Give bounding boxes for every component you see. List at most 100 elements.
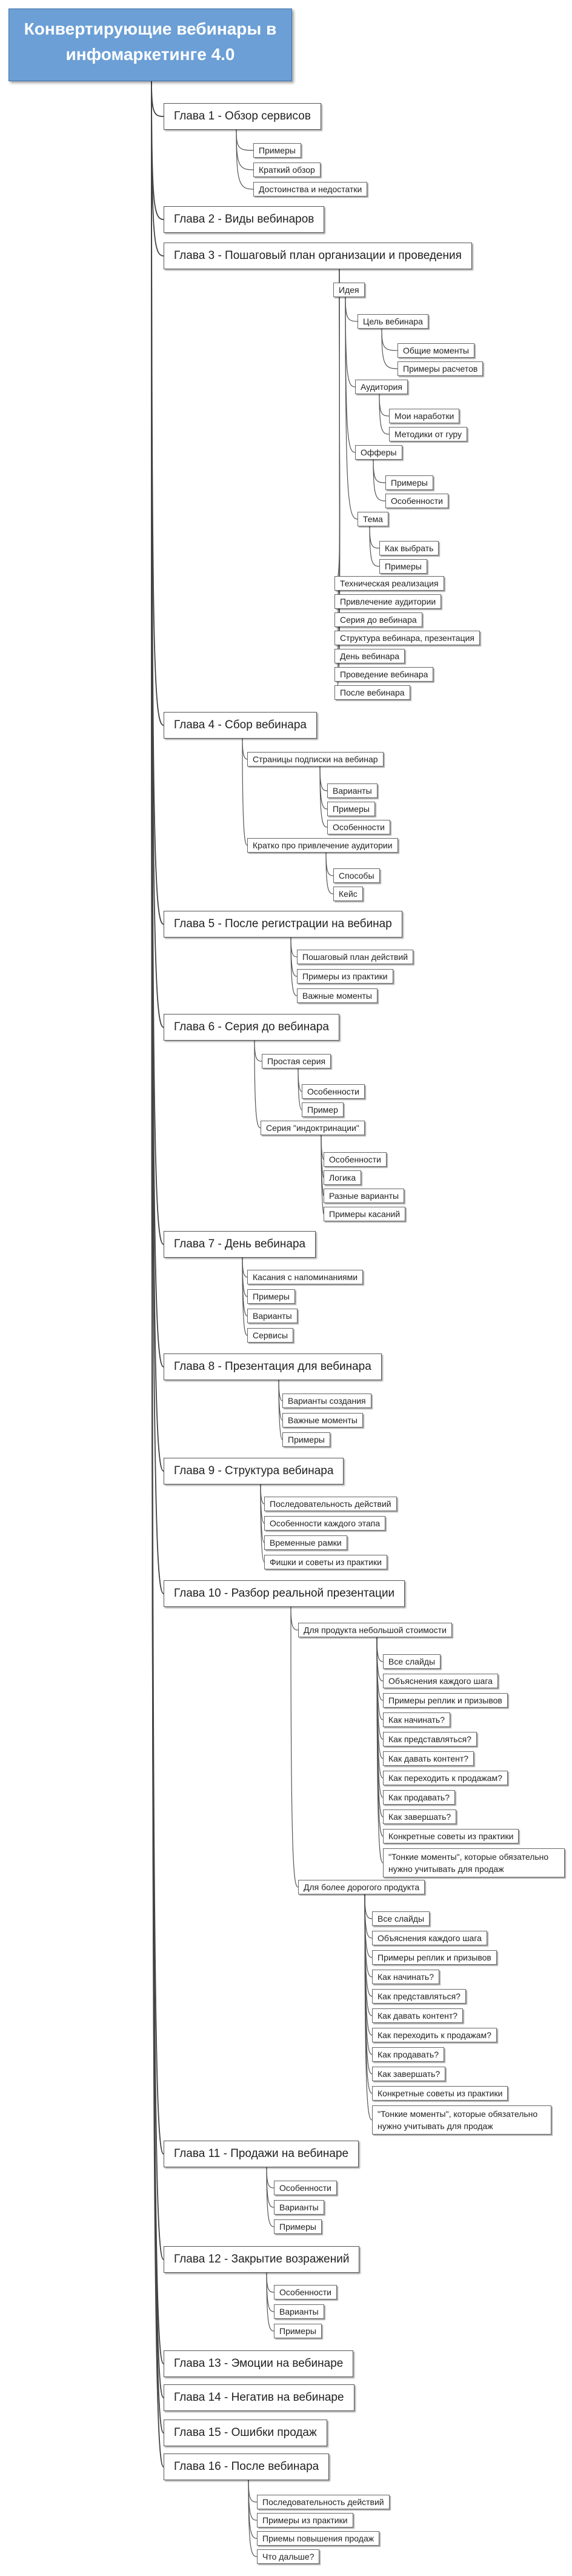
chapter-4[interactable]: Глава 4 - Сбор вебинара (164, 712, 317, 739)
chapter-15[interactable]: Глава 15 - Ошибки продаж (164, 2420, 327, 2446)
ch16-item[interactable]: Примеры из практики (257, 2513, 353, 2527)
chapter-12[interactable]: Глава 12 - Закрытие возражений (164, 2246, 360, 2273)
ch6-item[interactable]: Особенности (324, 1152, 387, 1167)
ch3-goal-item[interactable]: Общие моменты (397, 343, 474, 358)
ch7-item[interactable]: Сервисы (247, 1328, 294, 1343)
ch3-audience-item[interactable]: Методики от гуру (389, 427, 468, 441)
ch10-b-item[interactable]: Как продавать? (372, 2047, 445, 2062)
ch16-item[interactable]: Последовательность действий (257, 2495, 390, 2509)
ch10-cheap-product[interactable]: Для продукта небольшой стоимости (298, 1623, 452, 1637)
ch6-item[interactable]: Особенности (302, 1084, 365, 1099)
chapter-3[interactable]: Глава 3 - Пошаговый план организации и п… (164, 243, 472, 269)
chapter-7[interactable]: Глава 7 - День вебинара (164, 1231, 316, 1258)
ch4-item[interactable]: Примеры (327, 802, 375, 816)
ch12-item[interactable]: Особенности (274, 2285, 337, 2299)
ch9-item[interactable]: Особенности каждого этапа (264, 1516, 386, 1531)
ch4-subscribe-pages[interactable]: Страницы подписки на вебинар (247, 752, 384, 766)
ch3-step[interactable]: Техническая реализация (334, 576, 444, 591)
ch6-indoctrination-series[interactable]: Серия "индоктринации" (261, 1121, 365, 1135)
ch3-step[interactable]: После вебинара (334, 685, 410, 700)
ch10-b-item[interactable]: Как начинать? (372, 1970, 439, 1984)
chapter-5[interactable]: Глава 5 - После регистрации на вебинар (164, 911, 402, 937)
ch10-b-item[interactable]: "Тонкие моменты", которые обязательно ну… (372, 2105, 551, 2135)
ch10-b-item[interactable]: Конкретные советы из практики (372, 2086, 508, 2101)
ch10-a-item[interactable]: Как начинать? (383, 1712, 450, 1727)
ch3-topic-item[interactable]: Примеры (379, 559, 427, 574)
ch12-item[interactable]: Примеры (274, 2324, 322, 2338)
ch10-a-item[interactable]: Конкретные советы из практики (383, 1829, 519, 1843)
ch3-offers-item[interactable]: Примеры (385, 475, 433, 490)
chapter-1[interactable]: Глава 1 - Обзор сервисов (164, 103, 321, 130)
ch10-a-item[interactable]: Как завершать? (383, 1810, 457, 1824)
ch4-item[interactable]: Варианты (327, 783, 377, 798)
ch9-item[interactable]: Фишки и советы из практики (264, 1555, 387, 1569)
ch11-item[interactable]: Примеры (274, 2219, 322, 2234)
ch10-b-item[interactable]: Как представляться? (372, 1989, 466, 2004)
ch4-item[interactable]: Кейс (333, 887, 363, 901)
ch10-b-item[interactable]: Как завершать? (372, 2067, 446, 2081)
ch7-item[interactable]: Варианты (247, 1309, 298, 1323)
ch8-item[interactable]: Важные моменты (282, 1413, 363, 1427)
ch16-item[interactable]: Приемы повышения продаж (257, 2531, 380, 2546)
ch10-a-item[interactable]: Как представляться? (383, 1732, 477, 1746)
ch3-step[interactable]: Серия до вебинара (334, 612, 422, 627)
chapter-2[interactable]: Глава 2 - Виды вебинаров (164, 206, 325, 233)
ch6-item[interactable]: Логика (324, 1170, 362, 1185)
ch10-a-item[interactable]: Как переходить к продажам? (383, 1771, 508, 1785)
ch10-b-item[interactable]: Все слайды (372, 1911, 430, 1926)
ch6-item[interactable]: Разные варианты (324, 1189, 405, 1203)
ch4-audience-brief[interactable]: Кратко про привлечение аудитории (247, 838, 398, 853)
chapter-1-item[interactable]: Краткий обзор (253, 163, 321, 177)
ch4-item[interactable]: Способы (333, 868, 380, 883)
ch3-idea[interactable]: Идея (333, 283, 365, 297)
ch10-a-item[interactable]: Объяснения каждого шага (383, 1674, 498, 1688)
ch3-goal[interactable]: Цель вебинара (358, 314, 428, 329)
ch3-step[interactable]: Проведение вебинара (334, 667, 434, 682)
chapter-16[interactable]: Глава 16 - После вебинара (164, 2454, 330, 2480)
ch5-item[interactable]: Примеры из практики (297, 969, 393, 984)
ch10-a-item[interactable]: Примеры реплик и призывов (383, 1693, 508, 1708)
ch3-offers[interactable]: Офферы (355, 445, 402, 460)
chapter-1-item[interactable]: Примеры (253, 143, 301, 158)
chapter-14[interactable]: Глава 14 - Негатив на вебинаре (164, 2384, 354, 2411)
chapter-6[interactable]: Глава 6 - Серия до вебинара (164, 1014, 339, 1041)
ch9-item[interactable]: Последовательность действий (264, 1497, 397, 1511)
chapter-1-item[interactable]: Достоинства и недостатки (253, 182, 368, 196)
ch10-b-item[interactable]: Объяснения каждого шага (372, 1931, 487, 1945)
ch3-step[interactable]: Структура вебинара, презентация (334, 631, 481, 645)
ch3-step[interactable]: День вебинара (334, 649, 405, 663)
chapter-8[interactable]: Глава 8 - Презентация для вебинара (164, 1353, 382, 1380)
ch3-offers-item[interactable]: Особенности (385, 494, 448, 508)
ch10-b-item[interactable]: Как переходить к продажам? (372, 2028, 497, 2042)
ch7-item[interactable]: Касания с напоминаниями (247, 1270, 364, 1284)
ch10-a-item[interactable]: Все слайды (383, 1654, 441, 1669)
ch8-item[interactable]: Примеры (282, 1432, 330, 1447)
ch12-item[interactable]: Варианты (274, 2304, 324, 2319)
ch5-item[interactable]: Важные моменты (297, 988, 377, 1003)
ch8-item[interactable]: Варианты создания (282, 1394, 371, 1408)
ch6-item[interactable]: Пример (302, 1102, 344, 1117)
chapter-9[interactable]: Глава 9 - Структура вебинара (164, 1458, 344, 1484)
ch11-item[interactable]: Варианты (274, 2200, 324, 2215)
ch3-step[interactable]: Привлечение аудитории (334, 594, 442, 609)
ch4-item[interactable]: Особенности (327, 820, 390, 834)
root-topic[interactable]: Конвертирующие вебинары в инфомаркетинге… (8, 8, 292, 81)
ch10-b-item[interactable]: Как давать контент? (372, 2008, 464, 2023)
ch3-audience-item[interactable]: Мои наработки (389, 409, 460, 423)
ch10-expensive-product[interactable]: Для более дорогого продукта (298, 1880, 425, 1894)
chapter-10[interactable]: Глава 10 - Разбор реальной презентации (164, 1580, 405, 1607)
ch3-goal-item[interactable]: Примеры расчетов (397, 361, 484, 376)
ch3-topic-item[interactable]: Как выбрать (379, 541, 439, 555)
ch3-topic[interactable]: Тема (358, 512, 388, 526)
ch10-a-item[interactable]: Как продавать? (383, 1790, 456, 1805)
ch16-item[interactable]: Что дальше? (257, 2549, 320, 2564)
chapter-13[interactable]: Глава 13 - Эмоции на вебинаре (164, 2350, 354, 2377)
ch11-item[interactable]: Особенности (274, 2181, 337, 2195)
ch10-a-item[interactable]: Как давать контент? (383, 1751, 474, 1766)
ch3-audience[interactable]: Аудитория (355, 380, 408, 394)
chapter-11[interactable]: Глава 11 - Продажи на вебинаре (164, 2141, 359, 2167)
ch9-item[interactable]: Временные рамки (264, 1535, 347, 1550)
ch6-simple-series[interactable]: Простая серия (262, 1054, 331, 1068)
ch5-item[interactable]: Пошаговый план действий (297, 950, 414, 964)
ch10-b-item[interactable]: Примеры реплик и призывов (372, 1950, 497, 1965)
